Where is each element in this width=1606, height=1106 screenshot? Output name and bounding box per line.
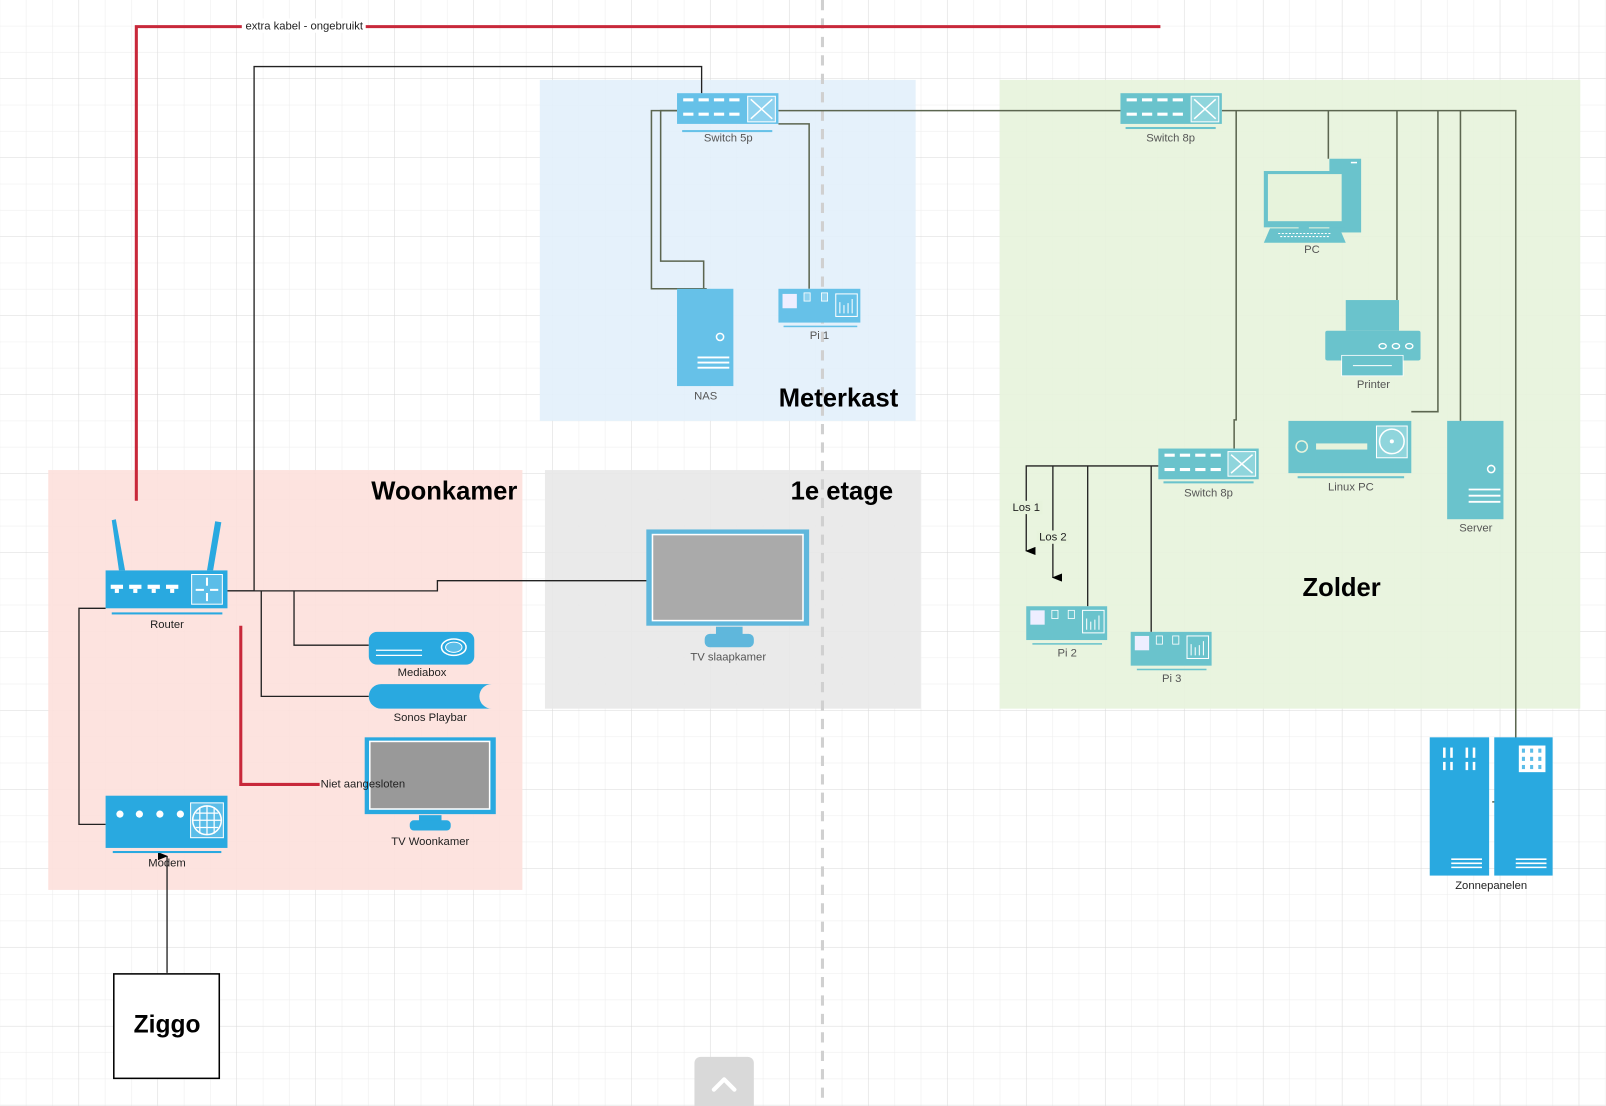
edge-label-bg [241, 18, 366, 33]
router-device[interactable]: Router [105, 519, 228, 631]
ziggo-box[interactable]: Ziggo [113, 973, 221, 1080]
tv-icon [646, 529, 810, 648]
raspberry-pi-icon [1026, 606, 1108, 645]
switch-8p-bottom-device[interactable]: Switch 8p [1158, 448, 1259, 500]
chevron-up-icon [711, 1077, 737, 1092]
tv-woonkamer-device[interactable]: TV Woonkamer [364, 737, 496, 848]
server-rack-icon [1429, 737, 1553, 876]
nas-device[interactable]: NAS [677, 288, 734, 403]
desktop-computer-icon [1263, 158, 1362, 243]
soundbar-icon [368, 684, 492, 709]
wire-not-connected[interactable] [239, 625, 320, 786]
ziggo-label: Ziggo [134, 1011, 201, 1038]
switch-8p-top-device[interactable]: Switch 8p [1120, 93, 1222, 144]
sonos-playbar-device[interactable]: Sonos Playbar [368, 684, 492, 724]
pc-device[interactable]: PC [1263, 158, 1362, 256]
server-tower-icon [677, 288, 734, 387]
wire-switch5p-pi1[interactable] [778, 123, 810, 289]
switch-8p-bottom-label: Switch 8p [1184, 488, 1233, 500]
zonnepanelen-label: Zonnepanelen [1455, 880, 1527, 892]
server-device[interactable]: Server [1447, 420, 1504, 535]
pc-label: PC [1304, 244, 1320, 256]
region-title-woonkamer: Woonkamer [371, 478, 517, 506]
switch-5p-device[interactable]: Switch 5p [677, 93, 779, 144]
pi3-device[interactable]: Pi 3 [1130, 631, 1212, 685]
region-title-meterkast: Meterkast [779, 385, 899, 413]
raspberry-pi-icon [778, 288, 861, 328]
region-title-1e-etage: 1e etage [791, 478, 893, 506]
pi3-label: Pi 3 [1162, 673, 1181, 685]
edge-label-los1: Los 1 [1012, 502, 1040, 514]
switch-5p-label: Switch 5p [704, 132, 753, 144]
wire-router-modem[interactable] [78, 607, 106, 826]
modem-device[interactable]: Modem [105, 795, 228, 870]
wire-router-switch5p[interactable] [227, 65, 703, 592]
edge-label-los2: Los 2 [1039, 532, 1067, 544]
computer-drive-icon [1288, 420, 1412, 479]
scroll-up-button[interactable] [694, 1056, 754, 1106]
edge-label-bg [1009, 500, 1043, 515]
wire-switch8p-linux-pc[interactable] [1411, 110, 1439, 413]
edge-label-extra-cable: extra kabel - ongebruikt [245, 21, 363, 33]
wire-los1[interactable] [1025, 465, 1159, 556]
mediabox-device[interactable]: Mediabox [368, 631, 475, 679]
server-tower-icon [1447, 420, 1504, 520]
router-icon [105, 519, 228, 615]
printer-device[interactable]: Printer [1325, 300, 1421, 391]
zonnepanelen-device[interactable]: Zonnepanelen [1429, 737, 1553, 892]
router-label: Router [150, 619, 184, 631]
pi2-label: Pi 2 [1058, 647, 1077, 659]
pi1-device[interactable]: Pi 1 [778, 288, 861, 342]
network-switch-icon [1120, 93, 1222, 130]
printer-icon [1325, 300, 1421, 377]
set-top-box-icon [368, 631, 475, 665]
sonos-playbar-label: Sonos Playbar [394, 712, 467, 724]
wire-switch8p-switch8p[interactable] [1233, 110, 1237, 449]
edge-label-not-connected: Niet aangesloten [321, 779, 405, 791]
tv-slaapkamer-label: TV slaapkamer [690, 652, 766, 664]
linux-pc-label: Linux PC [1328, 482, 1374, 494]
linux-pc-device[interactable]: Linux PC [1288, 420, 1412, 494]
printer-label: Printer [1357, 379, 1390, 391]
tv-woonkamer-label: TV Woonkamer [391, 836, 469, 848]
wire-switch5p-nas-2[interactable] [659, 109, 705, 289]
region-title-zolder: Zolder [1303, 574, 1381, 602]
modem-icon [105, 795, 228, 854]
modem-label: Modem [148, 857, 186, 869]
pi1-label: Pi 1 [810, 330, 829, 342]
switch-8p-top-label: Switch 8p [1146, 132, 1195, 144]
raspberry-pi-icon [1130, 631, 1212, 671]
tv-slaapkamer-device[interactable]: TV slaapkamer [646, 529, 810, 664]
nas-label: NAS [694, 390, 717, 402]
wire-router-tv-slaapkamer[interactable] [227, 579, 648, 592]
pi2-device[interactable]: Pi 2 [1026, 606, 1108, 659]
wire-router-mediabox[interactable] [293, 590, 369, 646]
network-switch-icon [1158, 448, 1259, 484]
server-label: Server [1459, 522, 1492, 534]
wire-extra-cable-unused[interactable] [134, 25, 1161, 501]
mediabox-label: Mediabox [398, 667, 447, 679]
edge-labels: extra kabel - ongebruikt Niet aangeslote… [241, 18, 1070, 791]
wire-router-sonos[interactable] [260, 590, 369, 698]
network-switch-icon [677, 93, 779, 133]
tv-icon [364, 737, 496, 831]
edge-label-bg [1036, 530, 1070, 544]
